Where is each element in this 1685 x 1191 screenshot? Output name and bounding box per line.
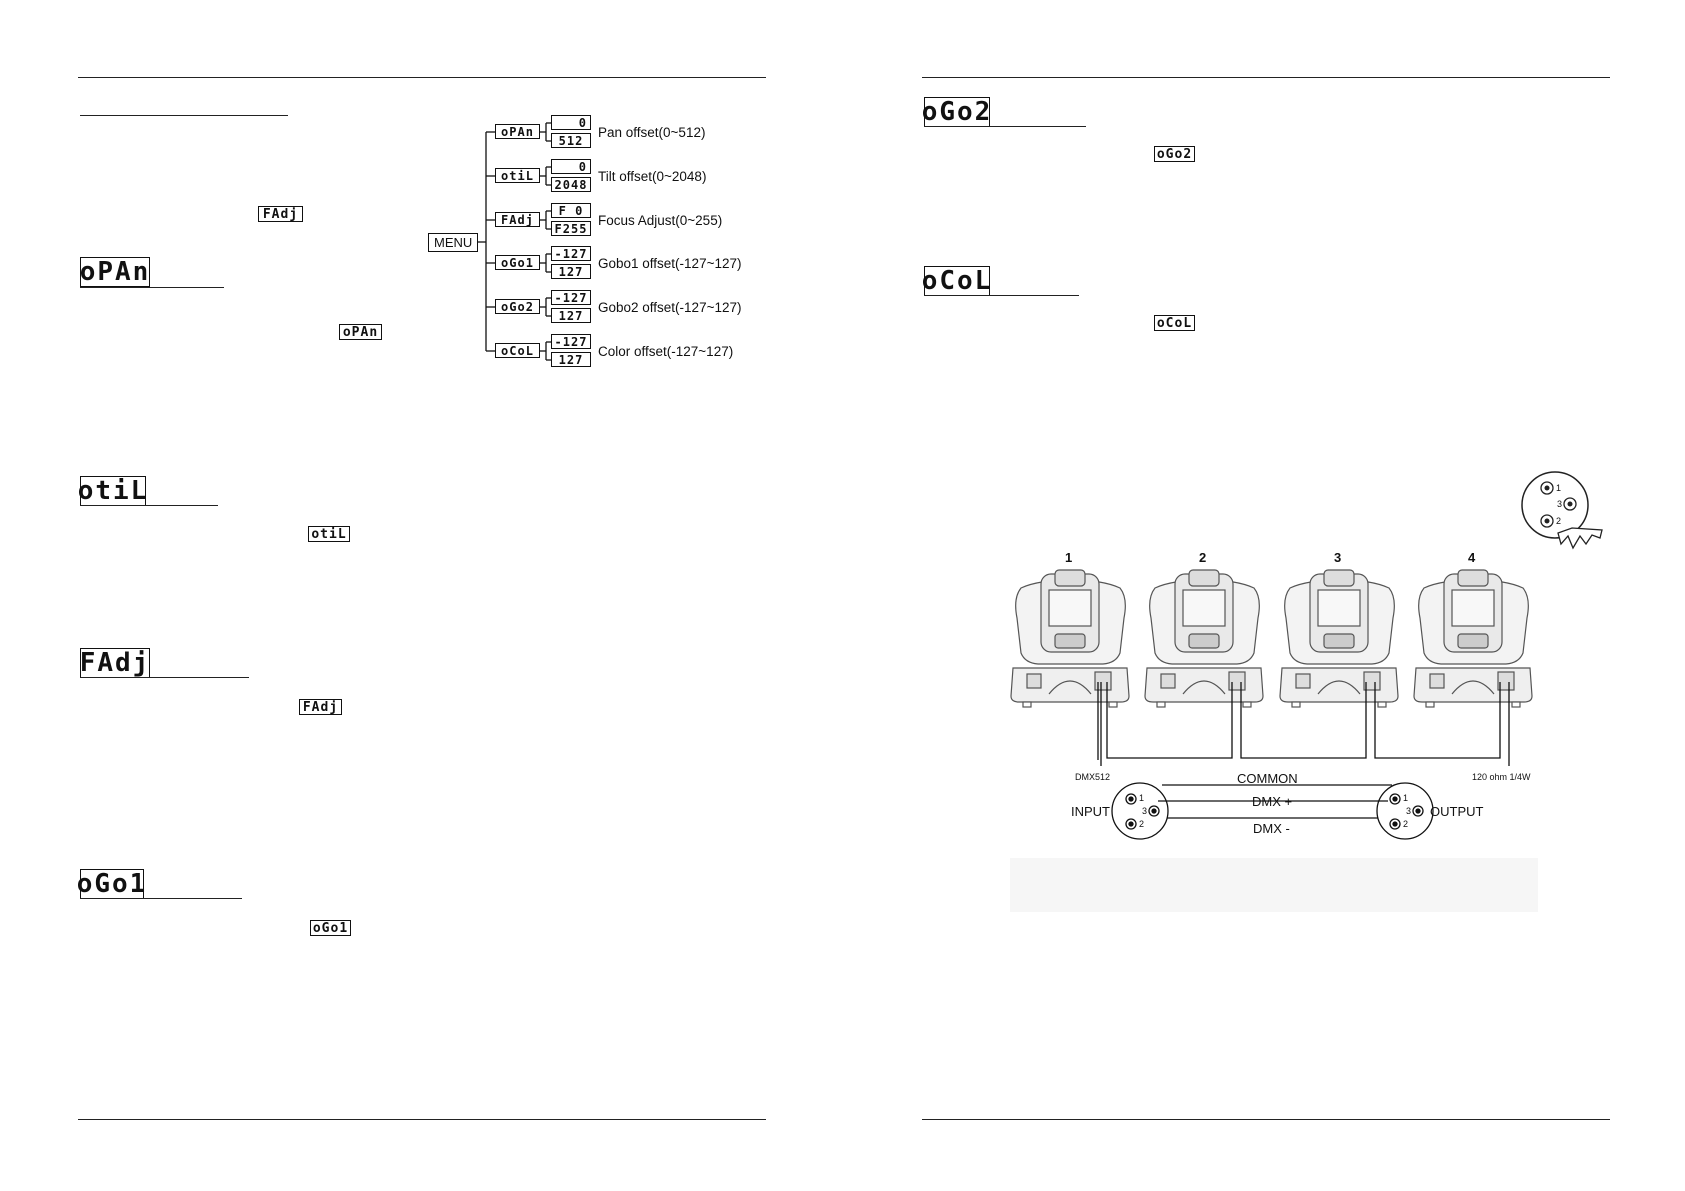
tree-label-gobo2: Gobo2 offset(-127~127) [598, 300, 742, 315]
fadj-inline-code: FAdj [258, 206, 303, 222]
ogo1-section-code: oGo1 [76, 869, 148, 899]
fixture-number-4: 4 [1468, 550, 1476, 565]
tree-label-tilt: Tilt offset(0~2048) [598, 169, 707, 184]
fixture-number-1: 1 [1065, 550, 1073, 565]
menu-button: MENU [428, 233, 479, 252]
input-label: INPUT [1071, 804, 1110, 819]
tree-bottom-value-color: 127 [551, 352, 591, 367]
fixture-number-2: 2 [1199, 550, 1207, 565]
tree-label-gobo1: Gobo1 offset(-127~127) [598, 256, 742, 271]
tree-label-color: Color offset(-127~127) [598, 344, 734, 359]
terminator-label: 120 ohm 1/4W [1472, 772, 1531, 782]
output-label: OUTPUT [1430, 804, 1484, 819]
tree-code-ogo1: oGo1 [495, 255, 540, 270]
tree-label-pan: Pan offset(0~512) [598, 125, 706, 140]
tree-top-value-focus: F 0 [551, 203, 591, 218]
ogo2-section-underline [924, 126, 1086, 127]
opan-inline-code: oPAn [339, 324, 382, 340]
ogo2-inline-code: oGo2 [1154, 146, 1195, 162]
tree-code-opan: oPAn [495, 124, 540, 139]
tree-top-value-tilt: 0 [551, 159, 591, 174]
right-header-rule [922, 77, 1610, 78]
input-xlr-pin-1: 1 [1139, 793, 1145, 803]
tree-bottom-value-focus: F255 [551, 221, 591, 236]
ocol-inline-code: oCoL [1154, 315, 1195, 331]
tree-label-focus: Focus Adjust(0~255) [598, 213, 723, 228]
fixture-number-3: 3 [1334, 550, 1342, 565]
output-xlr-pin-2: 2 [1403, 819, 1409, 829]
tree-top-value-pan: 0 [551, 115, 591, 130]
tree-code-fadj: FAdj [495, 212, 540, 227]
otil-inline-code: otiL [308, 526, 350, 542]
dmx-minus-label: DMX - [1253, 821, 1290, 836]
opan-section-underline [80, 287, 224, 288]
tree-top-value-gobo2: -127 [551, 290, 591, 305]
ocol-section-code: oCoL [921, 266, 993, 296]
tree-bottom-value-gobo2: 127 [551, 308, 591, 323]
xlr-plug-pin-2: 2 [1556, 516, 1562, 526]
tree-code-ogo2: oGo2 [495, 299, 540, 314]
left-header-rule [78, 77, 766, 78]
fadj-section-code: FAdj [79, 648, 151, 678]
fadj-inline-code-2: FAdj [299, 699, 342, 715]
otil-section-code: otiL [77, 476, 149, 506]
right-footer-rule [922, 1119, 1610, 1120]
otil-section-underline [80, 505, 218, 506]
tree-code-otil: otiL [495, 168, 540, 183]
xlr-plug-pin-1: 1 [1556, 483, 1562, 493]
tree-top-value-gobo1: -127 [551, 246, 591, 261]
tree-bottom-value-gobo1: 127 [551, 264, 591, 279]
common-label: COMMON [1237, 771, 1298, 786]
moving-head-fixture-1 [1010, 569, 1130, 708]
ocol-section-underline [924, 295, 1079, 296]
tree-bottom-value-tilt: 2048 [551, 177, 591, 192]
dmx512-label: DMX512 [1075, 772, 1111, 782]
ogo1-inline-code: oGo1 [310, 920, 351, 936]
tree-top-value-color: -127 [551, 334, 591, 349]
dmx-plus-label: DMX + [1252, 794, 1293, 809]
input-xlr-pin-2: 2 [1139, 819, 1145, 829]
xlr-plug-pin-3: 3 [1557, 499, 1563, 509]
tree-code-ocol: oCoL [495, 343, 540, 358]
tree-bottom-value-pan: 512 [551, 133, 591, 148]
ogo1-section-underline [80, 898, 242, 899]
output-xlr-pin-3: 3 [1406, 806, 1412, 816]
left-footer-rule [78, 1119, 766, 1120]
output-xlr-pin-1: 1 [1403, 793, 1409, 803]
opan-section-code: oPAn [79, 257, 151, 287]
fadj-section-underline [80, 677, 249, 678]
heading-underline [80, 115, 288, 116]
input-xlr-pin-3: 3 [1142, 806, 1148, 816]
